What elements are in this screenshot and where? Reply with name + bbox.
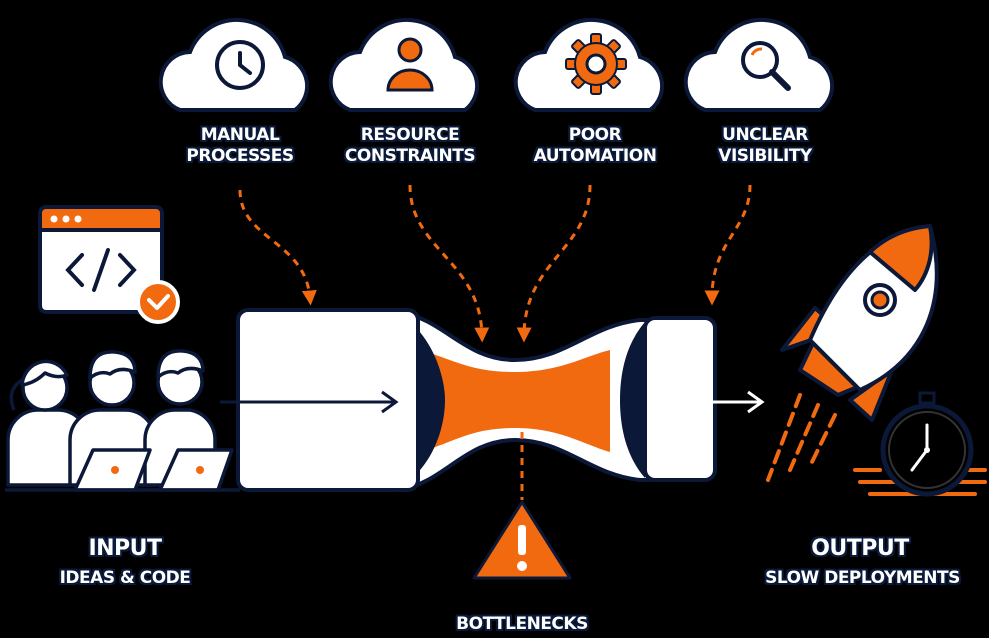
bottleneck-pipe bbox=[220, 308, 765, 493]
magnifier-icon bbox=[741, 41, 791, 91]
input-subtitle: IDEAS & CODE bbox=[59, 568, 191, 588]
person-icon bbox=[386, 37, 434, 92]
cloud-poor-automation bbox=[513, 17, 665, 112]
cloud-unclear-visibility bbox=[683, 17, 835, 112]
cause-label-manual-processes: MANUAL PROCESSES bbox=[155, 125, 325, 168]
code-window-icon bbox=[38, 205, 180, 324]
cause-line-2: VISIBILITY bbox=[718, 146, 812, 167]
cause-line-1: UNCLEAR bbox=[722, 125, 808, 145]
team-illustration bbox=[5, 349, 240, 492]
cause-label-unclear-visibility: UNCLEAR VISIBILITY bbox=[680, 125, 850, 168]
exhaust-lines bbox=[766, 393, 837, 482]
cause-label-poor-automation: POOR AUTOMATION bbox=[510, 125, 680, 168]
input-title: INPUT bbox=[88, 536, 162, 561]
gear-icon bbox=[565, 33, 627, 95]
person-1 bbox=[6, 359, 90, 487]
cause-line-2: PROCESSES bbox=[186, 146, 294, 167]
stopwatch-icon bbox=[853, 391, 987, 497]
bottleneck-label: BOTTLENECKS bbox=[456, 614, 588, 634]
output-box bbox=[643, 316, 717, 482]
warning-icon bbox=[472, 500, 572, 580]
cause-line-2: AUTOMATION bbox=[533, 146, 657, 167]
check-badge-icon bbox=[136, 280, 180, 324]
input-box bbox=[236, 308, 420, 492]
cause-line-2: CONSTRAINTS bbox=[344, 146, 476, 167]
cause-line-1: RESOURCE bbox=[360, 125, 460, 145]
cause-label-resource-constraints: RESOURCE CONSTRAINTS bbox=[325, 125, 495, 168]
cause-line-1: MANUAL bbox=[200, 125, 280, 145]
output-subtitle: SLOW DEPLOYMENTS bbox=[765, 568, 960, 588]
cause-arrows bbox=[238, 184, 752, 343]
cloud-manual-processes bbox=[158, 17, 310, 112]
output-title: OUTPUT bbox=[811, 536, 909, 561]
cause-line-1: POOR bbox=[568, 125, 622, 145]
rocket-icon bbox=[780, 224, 939, 422]
clock-icon bbox=[215, 40, 265, 90]
cloud-resource-constraints bbox=[328, 17, 480, 112]
